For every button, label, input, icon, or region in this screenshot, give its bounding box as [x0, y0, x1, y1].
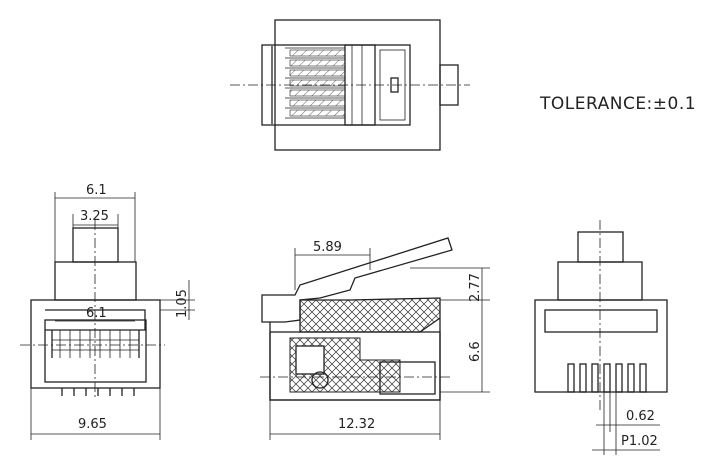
- side-view: 5.89 2.77 6.6 12.32: [260, 237, 490, 440]
- side-dim-latch-height: 2.77: [468, 273, 483, 302]
- side-view-latch-arm: [261, 237, 453, 323]
- top-view-contacts: [271, 46, 346, 124]
- front-dim-latch-width: 3.25: [80, 209, 109, 224]
- front-dim-overall-width: 9.65: [78, 417, 107, 432]
- back-dim-contact-width: 0.62: [626, 409, 655, 424]
- front-dim-side-height: 1.05: [175, 289, 190, 318]
- front-dim-inner-width: 6.1: [86, 306, 107, 321]
- front-dim-top-width: 6.1: [86, 183, 107, 198]
- top-view: [230, 19, 470, 151]
- front-view-contacts: [51, 330, 140, 396]
- back-view: 0.62 P1.02: [534, 220, 668, 455]
- front-view-upper-body: [54, 261, 137, 301]
- side-view-hatched-body: [299, 297, 441, 333]
- top-view-latch: [439, 64, 459, 106]
- side-dim-latch-length: 5.89: [313, 240, 342, 255]
- front-view: 6.1 3.25 6.1 1.05 9.65: [20, 183, 195, 440]
- back-dim-pitch: P1.02: [621, 434, 658, 449]
- front-view-latch: [72, 227, 119, 263]
- back-view-body: [534, 299, 668, 393]
- side-dim-body-height: 6.6: [468, 341, 483, 362]
- side-dim-overall-length: 12.32: [338, 417, 375, 432]
- tolerance-note: TOLERANCE:±0.1: [539, 94, 696, 114]
- back-view-contacts: [567, 363, 647, 393]
